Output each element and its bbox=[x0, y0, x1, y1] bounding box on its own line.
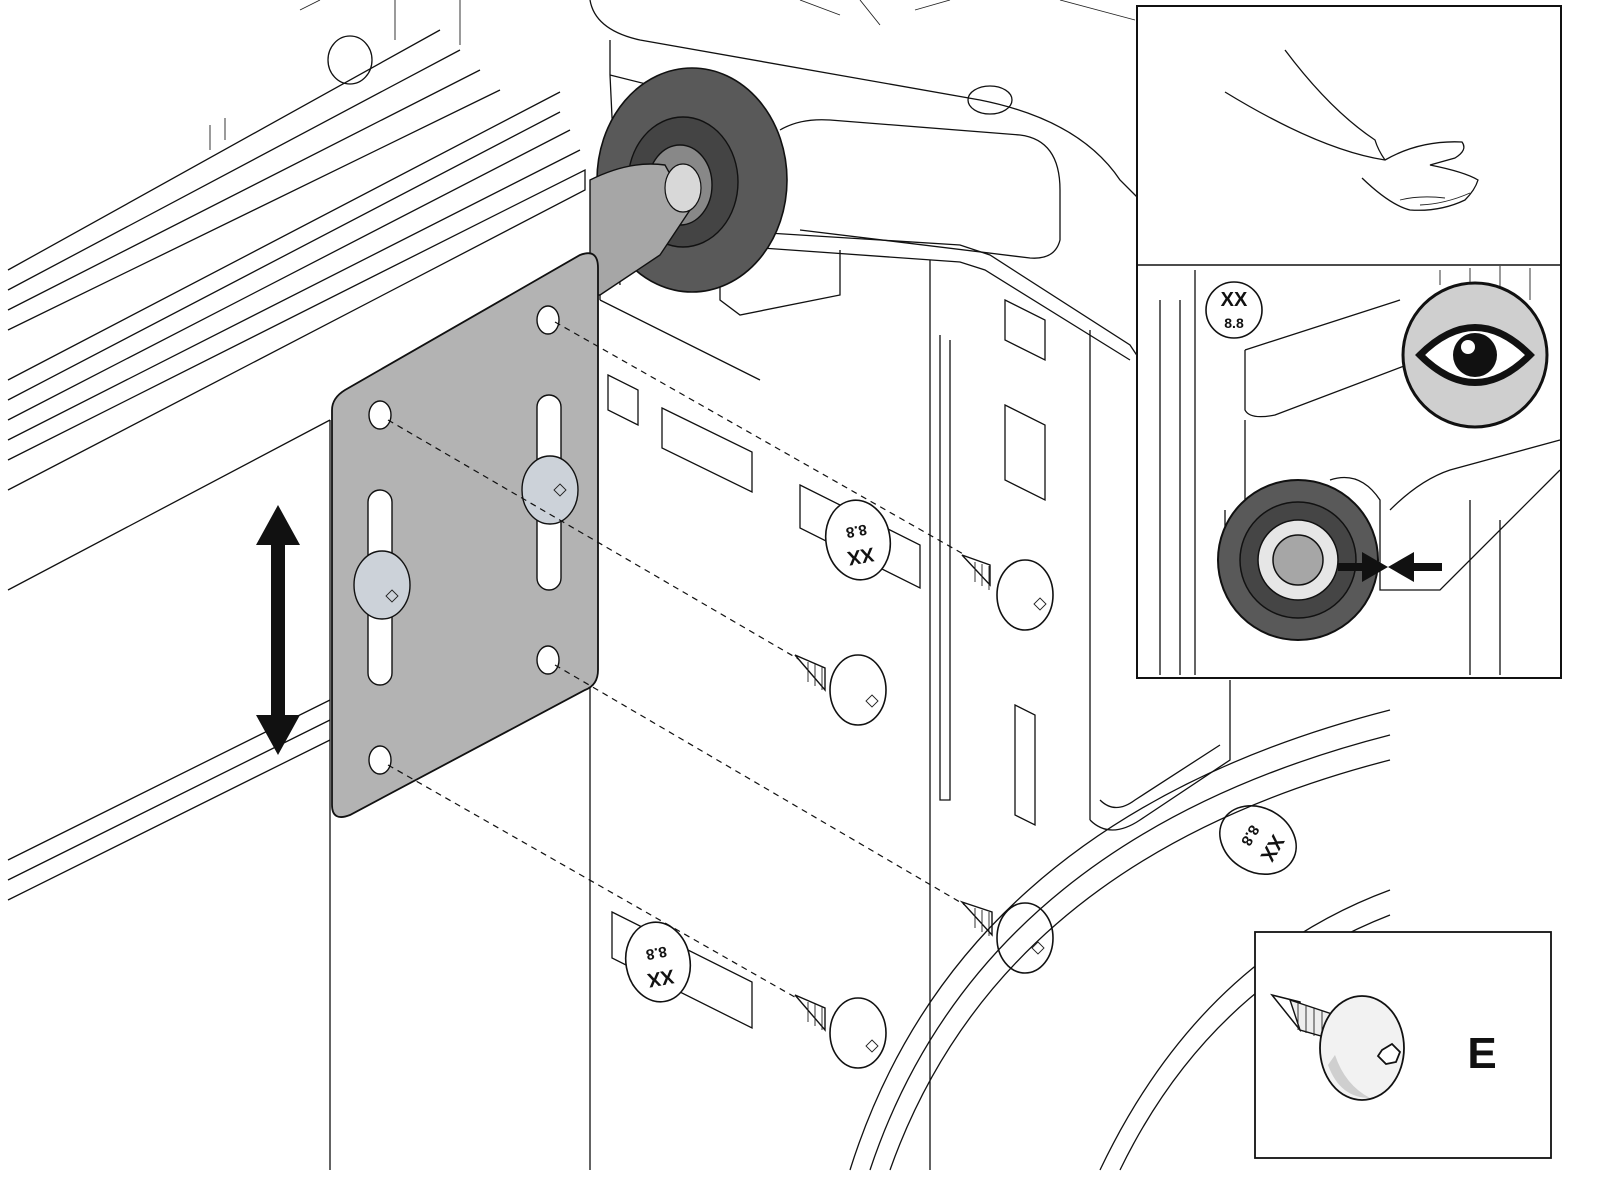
bolt-badge-top: XX bbox=[645, 965, 676, 991]
bolt-badge: XX 8.8 bbox=[1219, 805, 1297, 875]
bolt-badge: XX 8.8 bbox=[1205, 281, 1263, 339]
bolt-badge-bottom: 8.8 bbox=[845, 520, 868, 540]
inset-roller bbox=[1217, 479, 1379, 641]
bolt-badge: XX 8.8 bbox=[624, 921, 692, 1003]
curved-rail bbox=[849, 709, 1391, 1171]
axle bbox=[589, 163, 691, 296]
step-letter: E bbox=[1467, 1029, 1496, 1078]
alignment-lines bbox=[387, 321, 966, 1001]
arrow-right-icon bbox=[1338, 552, 1388, 582]
bolt-badge-top: XX bbox=[1221, 289, 1248, 311]
plate-hole bbox=[536, 305, 560, 335]
arrow-left-icon bbox=[1388, 552, 1442, 582]
double-arrow-icon bbox=[256, 505, 300, 755]
plate-hole bbox=[536, 645, 560, 675]
screw-type-panel: E bbox=[1254, 931, 1552, 1159]
screw-icon bbox=[794, 654, 887, 726]
screw-icon bbox=[1270, 993, 1405, 1101]
screw-icon bbox=[961, 554, 1054, 631]
bolt-badge-bottom: 8.8 bbox=[645, 942, 668, 962]
bolt-badge: XX 8.8 bbox=[824, 499, 892, 581]
screw-icon bbox=[794, 994, 887, 1069]
bracket-body bbox=[589, 260, 1231, 1170]
inset-detail: XX 8.8 bbox=[1136, 5, 1562, 679]
bolt-badge-bottom: 8.8 bbox=[1224, 315, 1244, 331]
slot-screw-icon bbox=[353, 550, 411, 620]
mounting-plate bbox=[331, 252, 599, 818]
left-rails bbox=[7, 0, 586, 1170]
screw-icon bbox=[959, 900, 1054, 974]
slot-screw-icon bbox=[521, 455, 579, 525]
hand-icon bbox=[1224, 49, 1479, 211]
plate-hole bbox=[368, 400, 392, 430]
roller-wheel bbox=[589, 67, 788, 296]
plate-hole bbox=[368, 745, 392, 775]
bolt-badge-top: XX bbox=[845, 543, 876, 569]
eye-icon bbox=[1401, 281, 1549, 429]
background-bolt-icon bbox=[327, 35, 373, 85]
